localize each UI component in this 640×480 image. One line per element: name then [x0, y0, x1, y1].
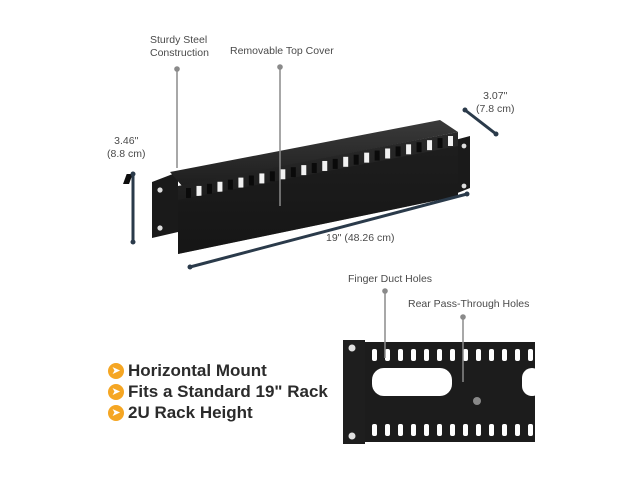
finger-slot [450, 424, 455, 436]
sturdy-steel-line1: Sturdy Steel [150, 34, 208, 46]
chevron-right-icon: ➤ [108, 383, 124, 400]
top-cover [170, 120, 458, 186]
feature-label: Fits a Standard 19" Rack [128, 381, 328, 401]
closeup-callout-leaders [384, 292, 464, 382]
dimension-lines [131, 108, 498, 269]
finger-slot [364, 152, 370, 163]
finger-slot [424, 349, 429, 361]
finger-slot [311, 163, 317, 174]
finger-slot [476, 424, 481, 436]
finger-slot [259, 173, 265, 184]
finger-slot [385, 349, 390, 361]
finger-slot [489, 349, 494, 361]
feature-item: ➤ Horizontal Mount [108, 360, 328, 381]
finger-slot [372, 349, 377, 361]
finger-slot [372, 424, 377, 436]
finger-slot [398, 424, 403, 436]
finger-slot [502, 349, 507, 361]
finger-slot [424, 424, 429, 436]
ear-screw-hole [461, 183, 467, 189]
mounting-screw [473, 397, 481, 405]
finger-slot [411, 349, 416, 361]
rear-pass-through-holes-label: Rear Pass-Through Holes [408, 298, 530, 310]
finger-slot [227, 179, 233, 190]
finger-slot [196, 185, 202, 196]
depth-dimension-label: 3.07" (7.8 cm) [476, 90, 515, 116]
closeup-bottom-finger-slots [372, 424, 533, 436]
finger-slot [301, 165, 307, 176]
close-up-view [343, 340, 542, 444]
top-finger-slots [123, 174, 133, 184]
feature-label: Horizontal Mount [128, 360, 267, 380]
finger-slot [463, 424, 468, 436]
feature-item: ➤ 2U Rack Height [108, 402, 328, 423]
chevron-right-icon: ➤ [108, 404, 124, 421]
finger-slot [206, 183, 212, 194]
finger-slot [238, 177, 244, 188]
closeup-top-finger-slots [372, 349, 533, 361]
height-cm: (8.8 cm) [107, 148, 146, 160]
closeup-rack-ear [343, 340, 365, 444]
ear-screw-hole [157, 187, 163, 193]
finger-slot [427, 140, 433, 151]
width-dimension-label: 19" (48.26 cm) [326, 232, 395, 244]
finger-slot [395, 146, 401, 157]
cable-manager-main [123, 120, 470, 254]
finger-slot [343, 156, 349, 167]
feature-list: ➤ Horizontal Mount ➤ Fits a Standard 19"… [108, 360, 328, 423]
finger-slot [515, 424, 520, 436]
finger-slot [332, 158, 338, 169]
finger-slot [476, 349, 481, 361]
left-rack-ear [152, 172, 178, 238]
finger-slot [463, 349, 468, 361]
ear-screw-hole [157, 225, 163, 231]
finger-slot [515, 349, 520, 361]
finger-slot [353, 154, 359, 165]
rear-pass-through-hole [372, 368, 452, 396]
height-inches: 3.46" [114, 135, 139, 147]
sturdy-steel-label: Sturdy Steel Construction [150, 34, 209, 60]
finger-slot [437, 349, 442, 361]
feature-label: 2U Rack Height [128, 402, 253, 422]
finger-slot [290, 167, 296, 178]
height-dimension-label: 3.46" (8.8 cm) [107, 135, 146, 161]
front-finger-slots [186, 136, 453, 198]
finger-slot [385, 148, 391, 159]
chevron-right-icon: ➤ [108, 362, 124, 379]
finger-slot [437, 138, 443, 149]
finger-slot [489, 424, 494, 436]
callout-leaders [176, 68, 281, 206]
finger-slot [411, 424, 416, 436]
finger-slot [248, 175, 254, 186]
removable-top-cover-label: Removable Top Cover [230, 45, 334, 57]
depth-dimension-line [463, 108, 498, 136]
finger-slot [385, 424, 390, 436]
finger-slot [398, 349, 403, 361]
right-rack-ear [455, 136, 470, 194]
finger-slot [269, 171, 275, 182]
finger-slot [528, 349, 533, 361]
depth-inches: 3.07" [483, 90, 508, 102]
finger-slot [502, 424, 507, 436]
ear-screw-hole [461, 143, 467, 149]
finger-duct-holes-label: Finger Duct Holes [348, 273, 433, 285]
finger-slot [437, 424, 442, 436]
finger-slot [374, 150, 380, 161]
finger-slot [528, 424, 533, 436]
finger-slot [280, 169, 286, 180]
finger-slot [186, 188, 191, 198]
finger-slot [322, 160, 328, 171]
finger-slot [448, 136, 453, 146]
finger-slot [217, 181, 223, 192]
finger-slot [406, 144, 412, 155]
sturdy-steel-line2: Construction [150, 47, 209, 59]
finger-slot [416, 142, 422, 153]
depth-cm: (7.8 cm) [476, 103, 515, 115]
feature-item: ➤ Fits a Standard 19" Rack [108, 381, 328, 402]
width-dimension-line [188, 192, 469, 269]
rear-pass-through-hole [522, 368, 542, 396]
finger-slot [450, 349, 455, 361]
